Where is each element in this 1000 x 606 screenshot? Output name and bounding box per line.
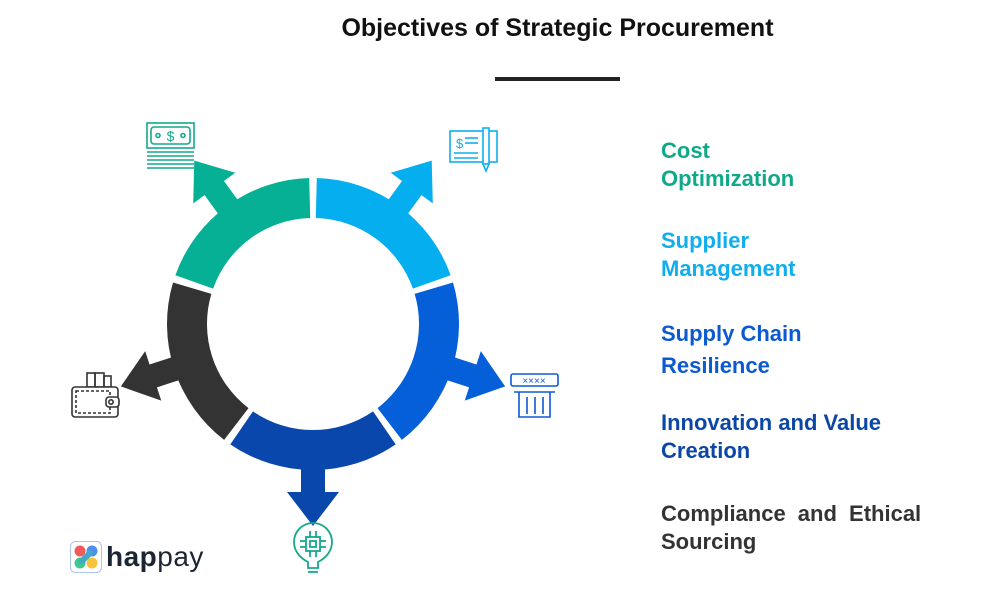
label-line: Resilience [661, 353, 770, 378]
label-line: Management [661, 256, 796, 281]
objective-label-supplier-management: Supplier Management [661, 227, 795, 283]
label-line: Optimization [661, 166, 795, 191]
label-line: Compliance and Ethical [661, 501, 922, 526]
logo-bold: hap [106, 541, 158, 572]
objective-label-cost-optimization: Cost Optimization [661, 137, 794, 193]
label-line: Supply Chain [661, 321, 802, 346]
label-line: Sourcing [661, 529, 757, 554]
segment-arrow [193, 160, 243, 222]
card-atm-icon: ×××× [510, 373, 559, 418]
objective-label-supply-chain-resilience: Supply Chain Resilience [661, 318, 802, 382]
objective-label-compliance-ethical-sourcing: Compliance and Ethical Sourcing [661, 500, 921, 556]
ring-segment [167, 282, 249, 440]
page-title: Objectives of Strategic Procurement [341, 14, 774, 42]
cash-stack-icon: $ [146, 122, 195, 169]
logo-light: pay [157, 541, 204, 572]
happay-logo: happay [70, 541, 204, 573]
svg-text:$: $ [167, 128, 175, 144]
objective-label-innovation-value-creation: Innovation and Value Creation [661, 409, 881, 465]
ring-segment [377, 282, 459, 440]
check-pen-icon: $ [449, 127, 498, 174]
title-underline [495, 77, 620, 81]
label-line: Cost [661, 138, 710, 163]
ring-segment [230, 411, 396, 470]
ring-segment [315, 178, 451, 289]
logo-mark-icon [70, 541, 102, 573]
segment-arrow [438, 351, 506, 401]
ring-segment [175, 178, 311, 289]
logo-wordmark: happay [106, 541, 204, 573]
label-line: Creation [661, 438, 751, 463]
segment-arrow [287, 460, 339, 526]
segment-arrow [120, 351, 188, 401]
label-line: Innovation and Value [661, 410, 882, 435]
chip-bulb-icon [293, 522, 333, 573]
label-line: Supplier [661, 228, 750, 253]
segment-arrow [383, 160, 433, 222]
svg-text:$: $ [456, 136, 464, 151]
wallet-icon [71, 372, 120, 418]
svg-text:××××: ×××× [522, 376, 546, 387]
